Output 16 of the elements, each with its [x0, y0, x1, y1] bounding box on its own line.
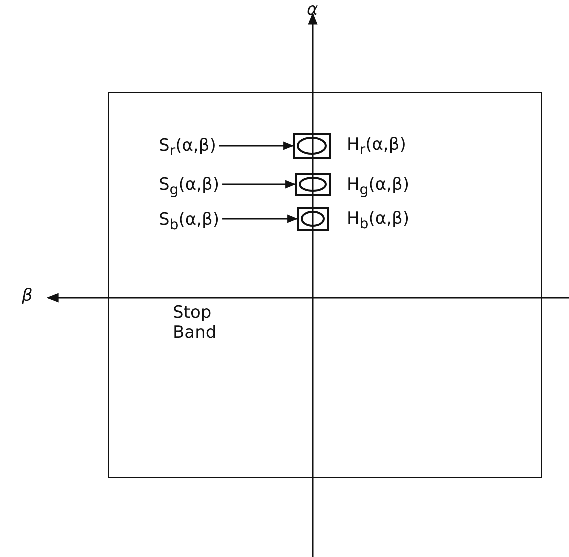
response-label: H$_{r}$(α,β)	[347, 135, 406, 160]
response-label: H$_{g}$(α,β)	[347, 175, 410, 200]
plot-frame	[108, 92, 542, 478]
passband-box	[297, 207, 329, 231]
passband-box	[295, 173, 331, 196]
arrow	[222, 180, 296, 189]
signal-label: S$_{r}$(α,β)	[159, 136, 216, 158]
passband-box	[293, 133, 331, 159]
axis-label: α	[307, 0, 318, 20]
response-label: H$_{b}$(α,β)	[347, 209, 410, 234]
arrow	[222, 214, 298, 224]
signal-label: S$_{g}$(α,β)	[159, 175, 220, 197]
axis-label: β	[22, 286, 33, 306]
arrow	[219, 142, 294, 150]
signal-label: S$_{b}$(α,β)	[159, 210, 220, 232]
region-label: Stop Band	[173, 303, 218, 343]
